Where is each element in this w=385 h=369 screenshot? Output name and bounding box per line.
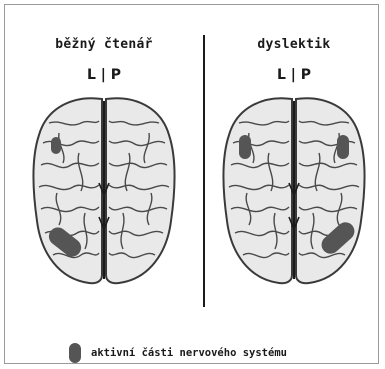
active-area-marker-icon [69,343,81,363]
hemisphere-labels: L | P [9,67,199,83]
brain-illustration [29,93,179,288]
hemisphere-labels: L | P [199,67,385,83]
active-area-left-frontal [239,135,251,159]
brain-illustration [219,93,369,288]
active-area-right-frontal [337,135,349,159]
panel-heading: dyslektik [199,37,385,52]
legend-label: aktivní části nervového systému [91,347,287,359]
panel-heading: běžný čtenář [9,37,199,52]
legend: aktivní části nervového systému [69,341,287,365]
figure-frame: běžný čtenář L | P [4,4,379,364]
panel-dyslexic: dyslektik L | P [199,5,385,315]
panel-normal-reader: běžný čtenář L | P [9,5,199,315]
active-area-left-frontal [51,137,61,154]
